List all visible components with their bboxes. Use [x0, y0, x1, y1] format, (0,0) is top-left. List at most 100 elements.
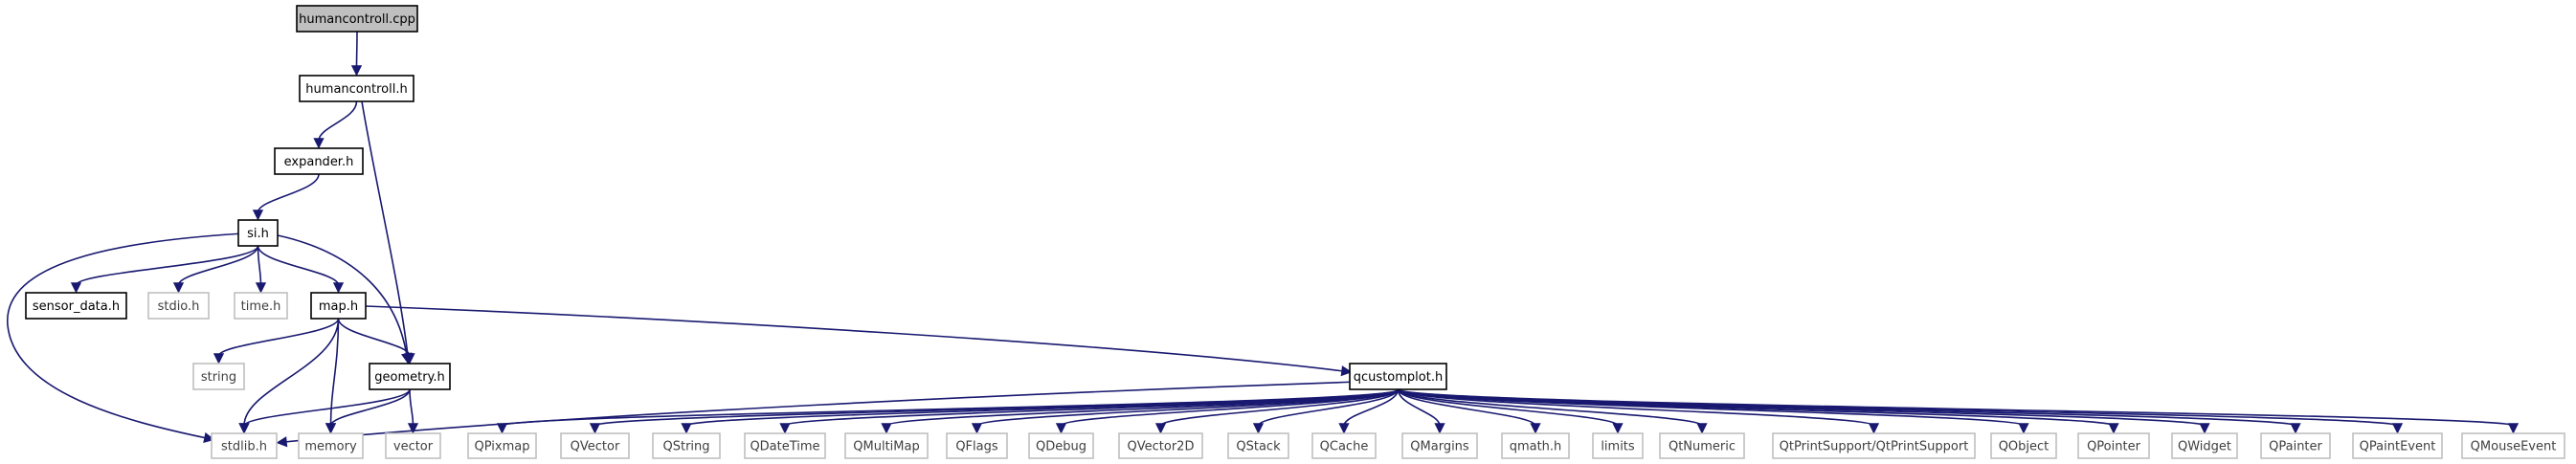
- node-time-h: time.h: [234, 292, 288, 320]
- node-box: [1349, 363, 1447, 390]
- node-box: [1118, 432, 1203, 459]
- node-QCache: QCache: [1311, 432, 1377, 459]
- edge-arrowhead: [2507, 423, 2520, 434]
- node-label: QVector2D: [1128, 440, 1195, 454]
- node-label: limits: [1601, 440, 1635, 454]
- node-QDebug: QDebug: [1028, 432, 1094, 459]
- edge-qcustomplot_h-to-QDebug: [1055, 388, 1400, 434]
- edge-si_h-to-time_h: [255, 245, 267, 294]
- node-label: geometry.h: [374, 370, 445, 385]
- node-QtNumeric: QtNumeric: [1659, 432, 1745, 459]
- edge-arrowhead: [1055, 423, 1067, 434]
- node-box: [147, 292, 210, 320]
- node-QPixmap: QPixmap: [467, 432, 537, 459]
- edge-si_h-to-sensor_data_h: [70, 245, 259, 294]
- node-humancontroll-cpp[interactable]: humancontroll.cpp: [296, 5, 418, 33]
- edge-line: [257, 173, 320, 213]
- edge-arrowhead: [2018, 423, 2029, 434]
- edge-line: [243, 318, 340, 427]
- node-label: QtNumeric: [1669, 440, 1736, 454]
- edge-line: [257, 245, 340, 286]
- node-label: map.h: [319, 299, 358, 314]
- node-QMouseEvent: QMouseEvent: [2461, 432, 2565, 459]
- edge-arrowhead: [332, 282, 345, 294]
- node-box: [211, 432, 278, 459]
- node-box: [946, 432, 1008, 459]
- node-QMultiMap: QMultiMap: [844, 432, 929, 459]
- node-label: stdio.h: [158, 299, 200, 314]
- node-map-h[interactable]: map.h: [310, 292, 367, 320]
- edge-arrowhead: [779, 423, 791, 434]
- edge-arrowhead: [325, 423, 337, 434]
- node-box: [274, 147, 364, 175]
- node-box: [2171, 432, 2238, 459]
- node-box: [192, 363, 245, 390]
- edge-line: [7, 232, 245, 439]
- edge-arrowhead: [350, 65, 363, 77]
- edge-arrowhead: [1154, 423, 1167, 434]
- node-QVector: QVector: [560, 432, 630, 459]
- edge-line: [177, 245, 259, 286]
- edge-arrowhead: [70, 282, 82, 294]
- node-sensor-data-h[interactable]: sensor_data.h: [25, 292, 127, 320]
- edge-arrowhead: [1434, 423, 1445, 434]
- edge-qcustomplot_h-to-QVector2D: [1154, 388, 1400, 434]
- edge-arrowhead: [681, 423, 692, 434]
- node-box: [844, 432, 929, 459]
- node-vector: vector: [385, 432, 441, 459]
- node-box: [299, 75, 414, 102]
- edge-arrowhead: [213, 353, 225, 365]
- node-label: stdlib.h: [221, 440, 267, 454]
- edge-line: [337, 318, 411, 357]
- node-si-h[interactable]: si.h: [237, 219, 279, 247]
- edge-line: [1397, 388, 1619, 427]
- node-box: [1659, 432, 1745, 459]
- edge-arrowhead: [881, 423, 892, 434]
- edge-humancontroll_h-to-expander_h: [313, 100, 358, 149]
- node-memory: memory: [298, 432, 364, 459]
- node-label: qmath.h: [1510, 440, 1562, 454]
- node-humancontroll-h[interactable]: humancontroll.h: [299, 75, 414, 102]
- edge-line: [1257, 388, 1400, 427]
- node-QVector2D: QVector2D: [1118, 432, 1203, 459]
- edge-arrowhead: [1530, 423, 1541, 434]
- edge-qcustomplot_h-to-QMargins: [1397, 388, 1445, 434]
- node-label: memory: [304, 440, 357, 454]
- edge-line: [1397, 388, 1441, 427]
- edge-arrowhead: [1340, 365, 1353, 377]
- edge-geometry_h-to-vector: [407, 388, 419, 434]
- node-qmath-h: qmath.h: [1501, 432, 1570, 459]
- node-label: QCache: [1320, 440, 1369, 454]
- edge-arrowhead: [971, 423, 983, 434]
- node-label: QMouseEvent: [2471, 440, 2557, 454]
- edge-arrowhead: [1868, 423, 1880, 434]
- node-expander-h[interactable]: expander.h: [274, 147, 364, 175]
- node-QPointer: QPointer: [2077, 432, 2150, 459]
- node-QObject: QObject: [1990, 432, 2057, 459]
- edge-qcustomplot_h-to-QtPrintSupport: [1397, 388, 1880, 434]
- node-string: string: [192, 363, 245, 390]
- edge-arrowhead: [407, 423, 419, 434]
- edge-line: [1343, 388, 1400, 427]
- node-QString: QString: [652, 432, 721, 459]
- edge-qcustomplot_h-to-qmath_h: [1397, 388, 1541, 434]
- edge-si_h-to-map_h: [257, 245, 345, 294]
- node-box: [1501, 432, 1570, 459]
- edge-si_h-to-stdio_h: [172, 245, 259, 294]
- node-geometry-h[interactable]: geometry.h: [369, 363, 451, 390]
- node-box: [2077, 432, 2150, 459]
- node-label: QDateTime: [750, 440, 819, 454]
- node-label: time.h: [241, 299, 281, 314]
- node-qcustomplot-h[interactable]: qcustomplot.h: [1349, 363, 1447, 390]
- node-label: humancontroll.h: [305, 82, 407, 97]
- edge-expander_h-to-si_h: [252, 173, 320, 221]
- edge-qcustomplot_h-to-QStack: [1252, 388, 1400, 434]
- node-layer: humancontroll.cpp humancontroll.h expander…: [25, 5, 2565, 459]
- node-QStack: QStack: [1227, 432, 1289, 459]
- node-label: QFlags: [955, 440, 998, 454]
- edge-line: [318, 100, 358, 142]
- node-label: qcustomplot.h: [1354, 370, 1443, 385]
- edge-arrowhead: [255, 282, 267, 294]
- edge-line: [329, 388, 411, 427]
